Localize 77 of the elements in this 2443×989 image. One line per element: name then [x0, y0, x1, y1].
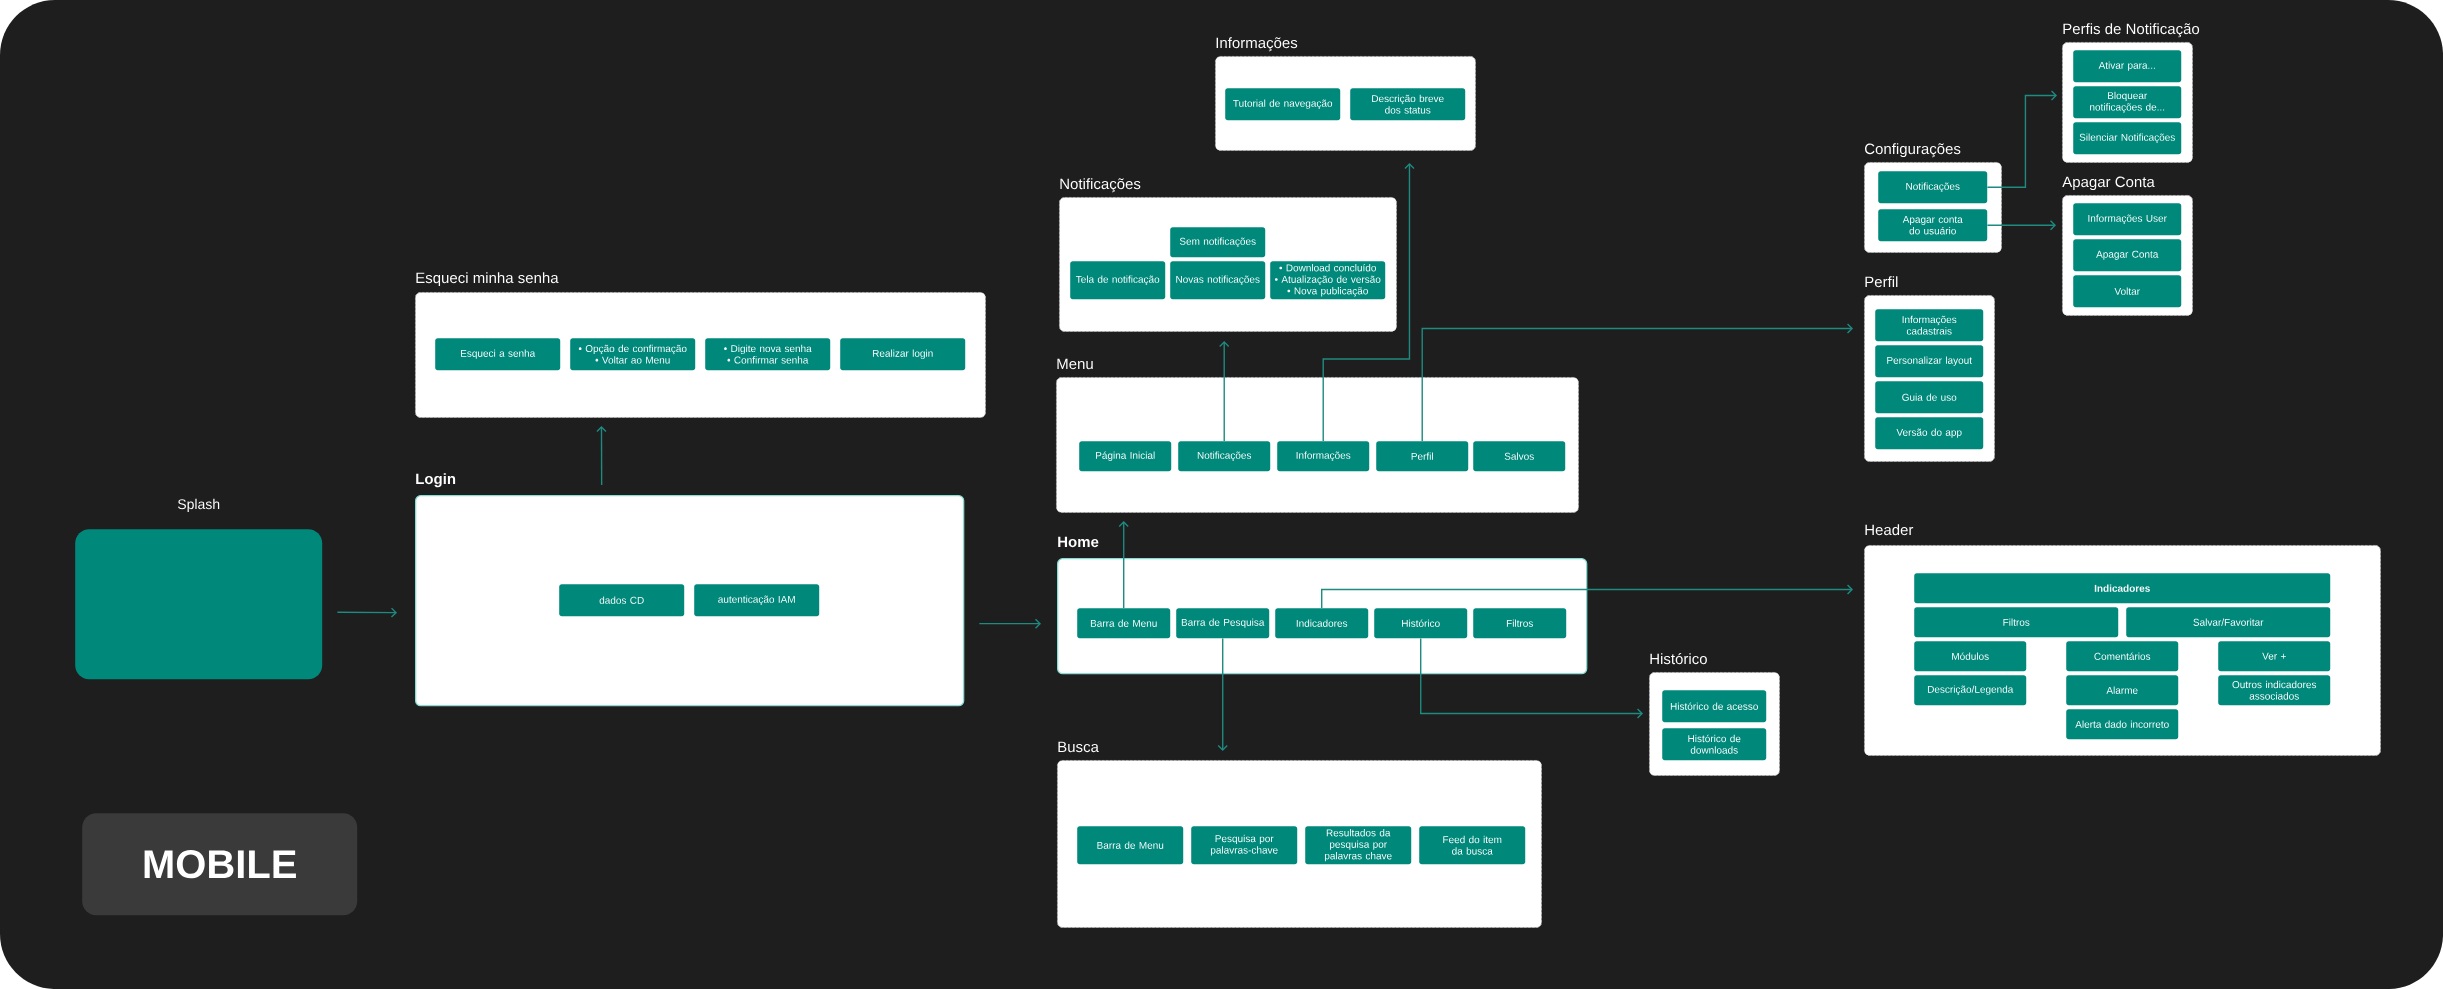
feature-box: dados CD	[559, 584, 685, 617]
feature-box: Salvar/Favoritar	[2126, 607, 2331, 638]
arrow	[1118, 520, 1129, 609]
feature-box: • Download concluído • Atualização de versão • Nova publicação	[1270, 261, 1386, 300]
feature-box: Barra de Pesquisa	[1176, 608, 1270, 639]
feature-box: Módulos	[1914, 641, 2027, 672]
arrow	[596, 425, 607, 486]
screen-title: Notificações	[1060, 178, 1141, 193]
feature-box: Informações cadastrais	[1875, 309, 1984, 342]
feature-box: Realizar login	[840, 338, 966, 371]
feature-box: Barra de Menu	[1077, 826, 1184, 865]
feature-box: autenticação IAM	[694, 584, 820, 617]
feature-box: Alarme	[2066, 675, 2179, 706]
feature-box: Sem notificações	[1170, 227, 1266, 258]
screen-title: Busca	[1058, 741, 1099, 753]
screen-title: Esqueci minha senha	[416, 272, 559, 287]
feature-box: Outros indicadores associados	[2218, 675, 2331, 706]
feature-box: Tutorial de navegação	[1225, 88, 1341, 121]
feature-box: Feed do item da busca	[1419, 826, 1526, 865]
feature-box: Alerta dado incorreto	[2066, 709, 2179, 740]
feature-box: Notificações	[1178, 441, 1271, 472]
screen-title: Perfis de Notificação	[2063, 23, 2200, 38]
feature-box: Perfil	[1376, 441, 1469, 472]
arrow	[1321, 584, 1853, 609]
arrow	[978, 618, 1041, 629]
feature-box: Voltar	[2073, 275, 2182, 308]
screen-title: Apagar Conta	[2062, 176, 2155, 191]
screen-title: Histórico	[1650, 652, 1707, 665]
arrow	[336, 607, 397, 618]
feature-box: Ativar para...	[2073, 50, 2182, 83]
feature-box: Resultados da pesquisa por palavras chave	[1305, 826, 1412, 865]
feature-box: Página Inicial	[1079, 441, 1172, 472]
feature-box: Descrição/Legenda	[1914, 675, 2027, 706]
screen-title: Configurações	[1865, 143, 1961, 158]
feature-box: Informações	[1277, 441, 1370, 472]
feature-box: Filtros	[1473, 608, 1567, 639]
feature-box: Pesquisa por palavras-chave	[1191, 826, 1298, 865]
arrow	[1986, 220, 2057, 231]
screen-title: Informações	[1216, 37, 1298, 52]
feature-box: Histórico de acesso	[1662, 690, 1767, 723]
arrow	[1420, 637, 1643, 719]
screen-title: Login	[416, 473, 456, 488]
feature-box: • Opção de confirmação • Voltar ao Menu	[570, 338, 696, 371]
feature-box: Notificações	[1878, 171, 1988, 204]
feature-box: Indicadores	[1914, 573, 2331, 604]
feature-box: Informações User	[2073, 203, 2182, 236]
feature-box: Novas notificações	[1170, 261, 1266, 300]
feature-box: Guia de uso	[1875, 381, 1984, 414]
feature-box: • Digite nova senha • Confirmar senha	[705, 338, 831, 371]
feature-box: Personalizar layout	[1875, 345, 1984, 378]
screen-title: Home	[1058, 536, 1099, 548]
feature-box: Ver +	[2218, 641, 2331, 672]
feature-box: Salvos	[1473, 441, 1566, 472]
feature-box: Esqueci a senha	[435, 338, 561, 371]
feature-box: Indicadores	[1275, 608, 1369, 639]
feature-box: Comentários	[2066, 641, 2179, 672]
feature-box: Barra de Menu	[1077, 608, 1171, 639]
arrow	[1217, 637, 1228, 751]
feature-box: Descrição breve dos status	[1350, 88, 1466, 121]
title-badge: MOBILE	[82, 813, 358, 916]
arrow	[1986, 90, 2058, 188]
feature-box: Apagar conta do usuário	[1878, 209, 1988, 242]
feature-box: Tela de notificação	[1070, 261, 1166, 300]
screen-title: Menu	[1057, 358, 1093, 370]
feature-box: Histórico de downloads	[1662, 728, 1767, 761]
arrow	[1322, 162, 1415, 442]
feature-box: Bloquear notificações de...	[2073, 86, 2182, 119]
screen-title: Perfil	[1865, 276, 1898, 288]
feature-box: Filtros	[1914, 607, 2119, 638]
feature-box: Histórico	[1374, 608, 1468, 639]
screen-title: Splash	[177, 498, 220, 512]
feature-box: Apagar Conta	[2073, 239, 2182, 272]
arrow	[1421, 323, 1853, 442]
feature-box: Silenciar Notificações	[2073, 122, 2182, 155]
feature-box: Versão do app	[1875, 417, 1984, 450]
screen-title: Header	[1865, 524, 1914, 536]
arrow	[1219, 340, 1230, 442]
